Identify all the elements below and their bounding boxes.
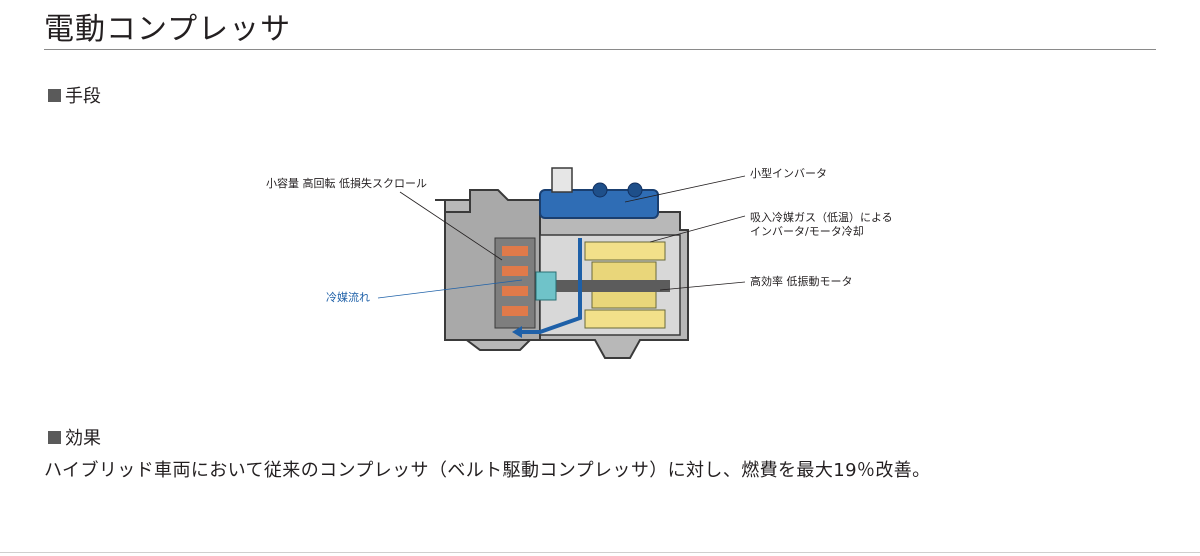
motor-shaft <box>550 280 670 292</box>
inverter-terminal <box>592 182 608 198</box>
section-means: 手段 <box>48 82 101 108</box>
inverter-leader-line <box>624 175 746 203</box>
section-square-icon <box>48 430 61 444</box>
stator-winding <box>584 241 666 261</box>
scroll-wrap <box>502 286 528 296</box>
bottom-divider <box>0 552 1200 553</box>
stator-winding <box>584 309 666 329</box>
inverter-callout: 小型インバータ <box>750 167 827 180</box>
refrigerant-flow-path <box>522 238 582 334</box>
cooling-callout-line2: インバータ/モータ冷却 <box>750 225 864 238</box>
compressor-cutaway-illustration <box>377 167 746 359</box>
connector-shape <box>551 167 573 193</box>
motor-callout: 高効率 低振動モータ <box>750 275 853 288</box>
compressor-diagram: 小容量 高回転 低損失スクロール 小型インバータ 吸入冷媒ガス（低温）による イ… <box>240 150 920 380</box>
scroll-callout: 小容量 高回転 低損失スクロール <box>266 177 427 190</box>
title-divider <box>44 49 1156 50</box>
cooling-callout-line1: 吸入冷媒ガス（低温）による <box>750 211 893 224</box>
scroll-leader-line <box>399 191 503 261</box>
cooling-leader-line <box>649 215 746 243</box>
refrigerant-flow-callout: 冷媒流れ <box>326 291 370 304</box>
refrigerant-leader-line <box>377 279 523 299</box>
section-effect: 効果 <box>48 424 101 450</box>
scroll-wrap <box>502 246 528 256</box>
effect-description: ハイブリッド車両において従来のコンプレッサ（ベルト駆動コンプレッサ）に対し、燃費… <box>44 460 931 481</box>
section-square-icon <box>48 88 61 102</box>
bearing-shape <box>535 271 557 301</box>
motor-leader-line <box>659 281 746 291</box>
page-title: 電動コンプレッサ <box>44 12 292 47</box>
flow-arrow-head <box>512 326 522 338</box>
scroll-wrap <box>502 306 528 316</box>
scroll-wrap <box>502 266 528 276</box>
section-effect-heading: 効果 <box>65 428 101 449</box>
section-means-heading: 手段 <box>65 86 101 107</box>
inverter-terminal <box>627 182 643 198</box>
